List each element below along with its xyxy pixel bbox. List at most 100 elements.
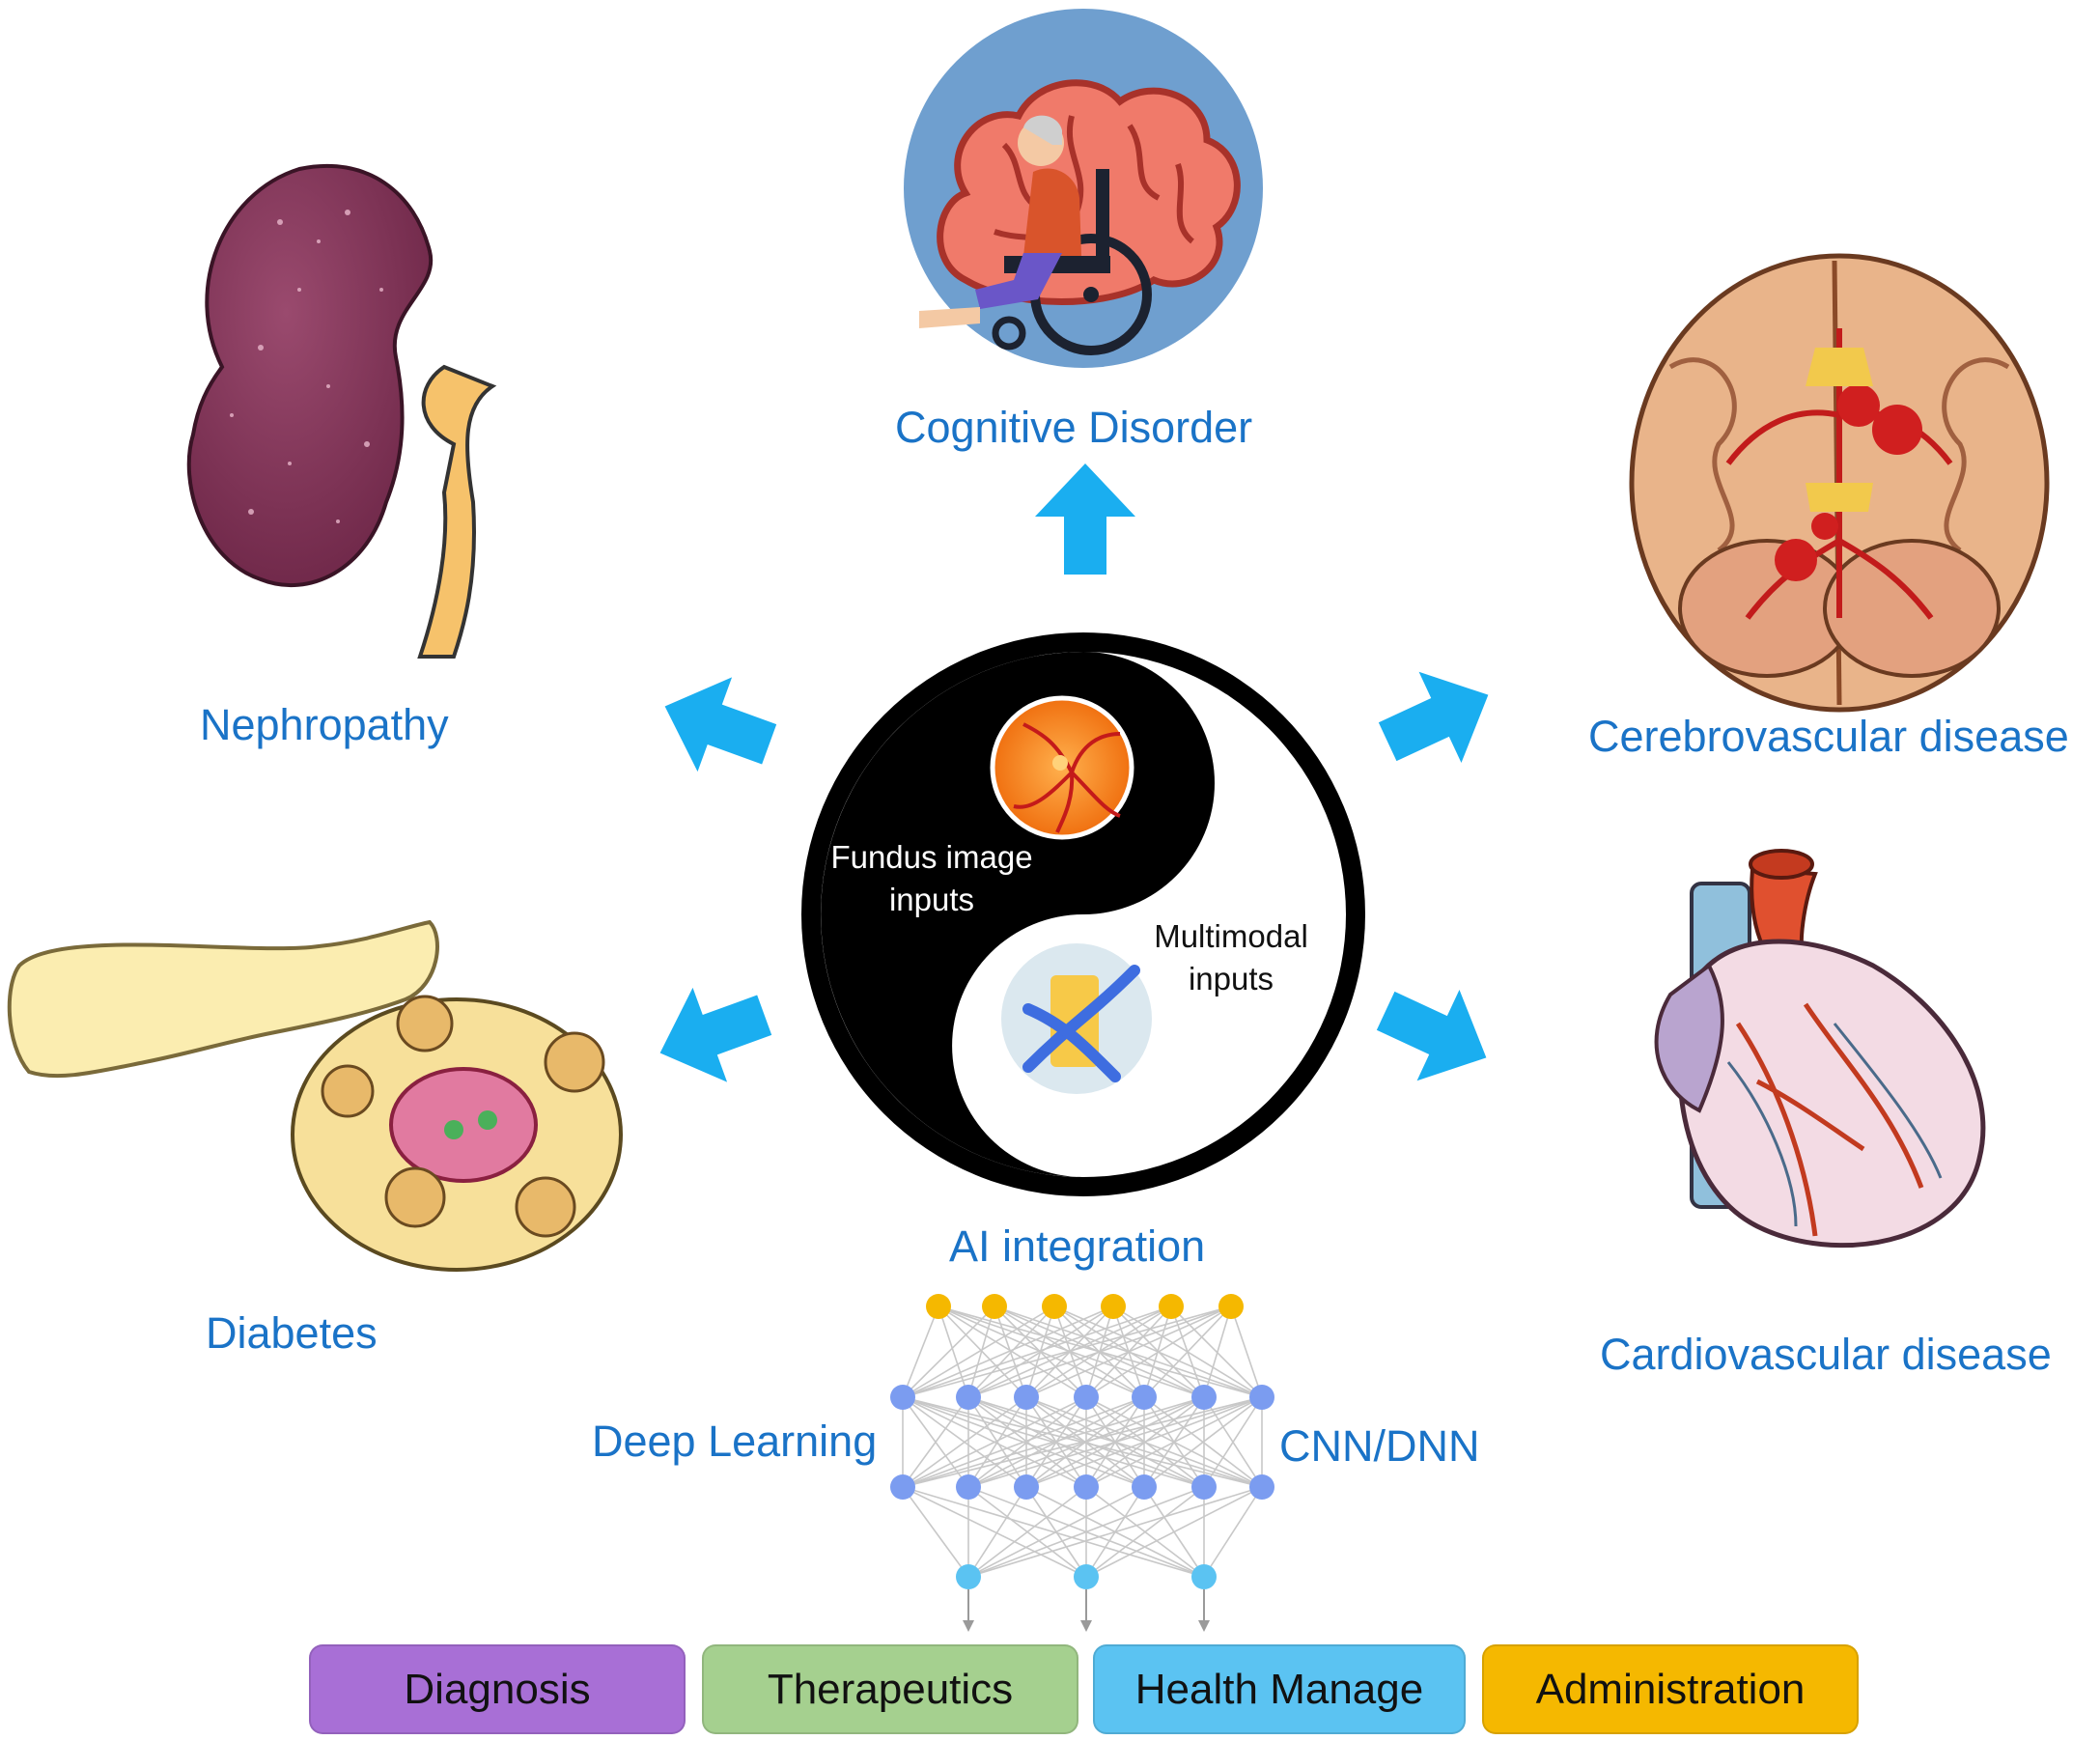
diagnosis-label: Diagnosis bbox=[404, 1665, 591, 1713]
nn-hidden1-node bbox=[1132, 1385, 1157, 1410]
fundus-input-label: Fundus image inputs bbox=[830, 839, 1033, 917]
nn-connection bbox=[1203, 1305, 1232, 1398]
nn-output-node bbox=[1074, 1564, 1099, 1589]
nn-output-node bbox=[1191, 1564, 1217, 1589]
nn-connection bbox=[902, 1305, 1114, 1398]
nn-connection bbox=[902, 1396, 1263, 1488]
heart-illustration bbox=[1654, 849, 1986, 1249]
nn-hidden2-node bbox=[1191, 1474, 1217, 1500]
nn-connection bbox=[967, 1396, 1145, 1488]
nn-hidden1-node bbox=[1191, 1385, 1217, 1410]
nn-connection bbox=[1085, 1305, 1232, 1398]
nn-connection bbox=[902, 1305, 939, 1398]
nn-output-arrow-head bbox=[963, 1620, 974, 1632]
therapeutics-pill: Therapeutics bbox=[702, 1644, 1078, 1734]
nn-connection bbox=[967, 1305, 1232, 1398]
nn-connection bbox=[967, 1305, 1114, 1398]
nn-connection bbox=[902, 1305, 1232, 1398]
nn-connection bbox=[1143, 1305, 1232, 1398]
nn-connection bbox=[902, 1396, 1027, 1488]
nn-connection bbox=[967, 1305, 995, 1398]
nn-connection bbox=[967, 1396, 1263, 1488]
nn-hidden1-node bbox=[1074, 1385, 1099, 1410]
nn-connection bbox=[967, 1305, 1055, 1398]
nn-connection bbox=[967, 1396, 1087, 1488]
nephropathy-label: Nephropathy bbox=[200, 700, 449, 749]
nn-hidden1-node bbox=[1249, 1385, 1274, 1410]
arrow-to-cardiovascular bbox=[1376, 989, 1487, 1081]
nn-input-node bbox=[982, 1294, 1007, 1319]
arrow-to-diabetes bbox=[659, 987, 772, 1082]
arrow-group bbox=[659, 463, 1489, 1082]
nn-connection bbox=[1025, 1396, 1263, 1488]
nn-connection bbox=[967, 1486, 1205, 1578]
nn-connection bbox=[902, 1486, 1205, 1578]
nn-connection bbox=[902, 1305, 995, 1398]
nn-hidden2-node bbox=[1249, 1474, 1274, 1500]
nn-output-arrow-head bbox=[1198, 1620, 1210, 1632]
nn-hidden2-node bbox=[1132, 1474, 1157, 1500]
cnn-dnn-label: CNN/DNN bbox=[1279, 1421, 1480, 1471]
arrow-to-nephropathy bbox=[664, 677, 777, 772]
nn-hidden2-node bbox=[1014, 1474, 1039, 1500]
nn-output-node bbox=[956, 1564, 981, 1589]
nn-connection bbox=[902, 1305, 1172, 1398]
nn-input-node bbox=[926, 1294, 951, 1319]
arrow-up-cognitive bbox=[1035, 463, 1135, 575]
nn-connection bbox=[967, 1486, 1027, 1578]
nn-connection bbox=[902, 1305, 1055, 1398]
nn-hidden2-node bbox=[956, 1474, 981, 1500]
nn-input-node bbox=[1218, 1294, 1244, 1319]
nn-input-node bbox=[1042, 1294, 1067, 1319]
nn-connection bbox=[1203, 1486, 1263, 1578]
nn-connection bbox=[902, 1396, 1205, 1488]
nn-connection bbox=[1085, 1486, 1263, 1578]
nn-hidden1-node bbox=[890, 1385, 915, 1410]
deep-learning-label: Deep Learning bbox=[592, 1417, 878, 1466]
nn-connection bbox=[1085, 1396, 1263, 1488]
cardiovascular-label: Cardiovascular disease bbox=[1600, 1330, 2052, 1379]
kidney-illustration bbox=[186, 163, 497, 659]
pancreas-illustration bbox=[7, 919, 623, 1272]
nn-connection bbox=[1203, 1396, 1263, 1488]
nn-connection bbox=[938, 1305, 969, 1398]
nn-connection bbox=[967, 1486, 1145, 1578]
nn-hidden1-node bbox=[1014, 1385, 1039, 1410]
dna-icon bbox=[1001, 943, 1152, 1094]
nn-connection bbox=[1170, 1305, 1263, 1398]
neural-network bbox=[890, 1294, 1274, 1632]
multimodal-input-label: Multimodal inputs bbox=[1154, 918, 1308, 996]
yin-yang-core bbox=[801, 632, 1365, 1196]
nn-connection bbox=[1025, 1305, 1232, 1398]
health-manage-label: Health Manage bbox=[1134, 1665, 1424, 1713]
nn-connection bbox=[1085, 1486, 1205, 1578]
cerebrovascular-brain-illustration bbox=[1629, 253, 2050, 713]
nn-hidden2-node bbox=[1074, 1474, 1099, 1500]
nn-connection bbox=[967, 1486, 1263, 1578]
nn-connection bbox=[902, 1486, 969, 1578]
arrow-to-cerebrovascular bbox=[1378, 671, 1489, 764]
therapeutics-label: Therapeutics bbox=[767, 1665, 1014, 1713]
administration-pill: Administration bbox=[1482, 1644, 1859, 1734]
nn-connection bbox=[902, 1396, 1087, 1488]
diabetes-label: Diabetes bbox=[206, 1308, 378, 1358]
nn-connection bbox=[967, 1396, 1027, 1488]
nn-connection bbox=[1230, 1305, 1263, 1398]
health-manage-pill: Health Manage bbox=[1093, 1644, 1466, 1734]
nn-connection bbox=[902, 1396, 1145, 1488]
nn-hidden2-node bbox=[890, 1474, 915, 1500]
nn-hidden1-node bbox=[956, 1385, 981, 1410]
ai-integration-label: AI integration bbox=[949, 1221, 1206, 1271]
nn-connection bbox=[967, 1396, 1205, 1488]
nn-input-node bbox=[1101, 1294, 1126, 1319]
cognitive-disorder-illustration bbox=[904, 9, 1263, 368]
diagnosis-pill: Diagnosis bbox=[309, 1644, 686, 1734]
cognitive-disorder-label: Cognitive Disorder bbox=[895, 403, 1253, 452]
nn-connection bbox=[902, 1396, 969, 1488]
nn-connection bbox=[1143, 1396, 1263, 1488]
fundus-image-icon bbox=[990, 695, 1134, 840]
administration-label: Administration bbox=[1535, 1665, 1806, 1713]
nn-connection bbox=[902, 1486, 1087, 1578]
nn-output-arrow-head bbox=[1080, 1620, 1092, 1632]
